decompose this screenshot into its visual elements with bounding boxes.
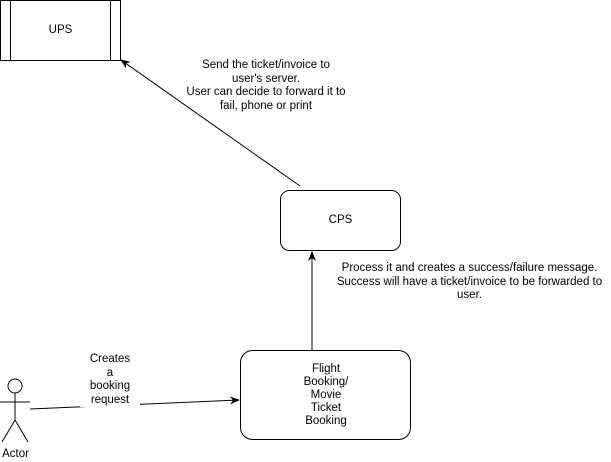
booking-label-line: Movie (310, 388, 342, 401)
edge-label-line: Send the ticket/invoice to (202, 59, 330, 71)
edge-label-actor-to-booking: Creates a booking request (80, 353, 140, 407)
edge-label-line: fail, phone or print (219, 99, 313, 112)
edge-label-booking-to-cps: Process it and creates a success/failure… (328, 262, 611, 303)
booking-label: Flight Booking/ Movie Ticket Booking (241, 351, 411, 439)
edge-label-line: User can decide to forward it to (186, 86, 346, 98)
booking-node (240, 350, 411, 440)
booking-label-line: Flight (311, 362, 341, 375)
actor-label: Actor (2, 448, 29, 460)
cps-node (280, 190, 401, 251)
cps-label: CPS (328, 214, 353, 226)
edge-label-cps-to-ups: Send the ticket/invoice to user's server… (166, 59, 366, 113)
edge-label-line: request (90, 393, 130, 406)
edge-label-line: booking (89, 380, 131, 392)
actor-figure (0, 378, 30, 443)
edge-cps-to-ups (120, 59, 301, 187)
booking-label-line: Booking (305, 414, 347, 427)
edge-label-line: Success will have a ticket/invoice to be… (336, 275, 603, 288)
booking-label-line: Ticket (310, 401, 342, 414)
edge-label-line: Creates (89, 353, 131, 365)
edge-label-line: user's server. (231, 72, 301, 85)
ups-label: UPS (48, 24, 73, 36)
ups-node (0, 0, 121, 61)
edge-label-line: Process it and creates a success/failure… (341, 262, 598, 274)
edge-label-line: a (106, 366, 114, 379)
edge-label-line: user. (457, 289, 482, 301)
booking-label-line: Booking/ (303, 375, 349, 388)
